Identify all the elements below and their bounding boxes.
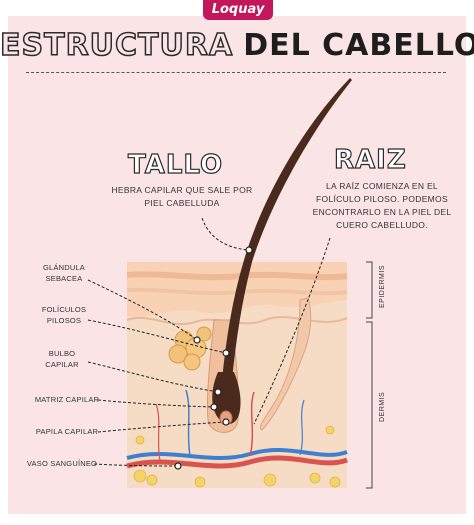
fat-cells xyxy=(133,425,341,488)
label-dermis: DERMIS xyxy=(379,391,386,422)
capillary-blue-2 xyxy=(299,399,305,456)
epidermis-bracket xyxy=(366,261,373,319)
tallo-description: HEBRA CAPILAR QUE SALE POR PIEL CABELLUD… xyxy=(111,185,253,208)
leader-lines xyxy=(87,217,331,467)
page-title: ESTRUCTURA DEL CABELLO xyxy=(0,27,474,64)
secondary-follicle xyxy=(259,297,312,431)
sebaceous-gland xyxy=(168,326,212,371)
dermis-bracket xyxy=(366,321,373,489)
raiz-description: LA RAÍZ COMIENZA EN EL FOLÍCULO PILOSO. … xyxy=(312,181,452,230)
capillary-blue xyxy=(185,389,191,457)
hair-shaft xyxy=(222,78,352,380)
title-divider xyxy=(26,72,446,73)
title-solid-words: DEL CABELLO xyxy=(243,28,474,63)
hair-bulb xyxy=(212,372,241,425)
brand-logo: Loquay xyxy=(203,0,273,20)
capillary-red xyxy=(249,391,255,457)
title-outline-word: ESTRUCTURA xyxy=(0,27,234,64)
epidermis-stripe xyxy=(126,271,348,281)
marker-dots xyxy=(174,246,253,470)
vein-red xyxy=(126,455,348,469)
capillary-red-2 xyxy=(155,403,161,461)
label-matriz-capilar: MATRIZ CAPILAR xyxy=(34,395,100,404)
label-papila-capilar: PAPILA CAPILAR xyxy=(35,427,99,436)
label-epidermis: EPIDERMIS xyxy=(379,264,386,308)
label-vaso-sanguineo: VASO SANGUÍNEO xyxy=(26,459,98,468)
